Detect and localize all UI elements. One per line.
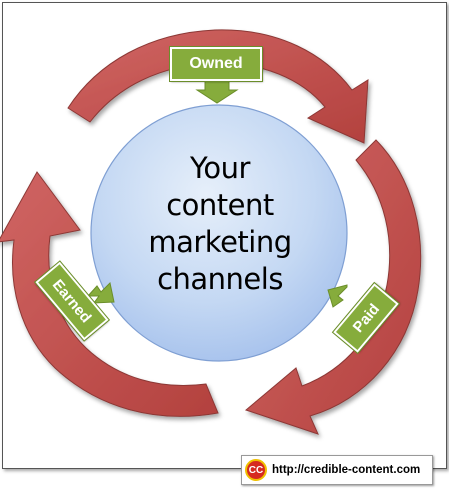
top-cycle-arrow (67, 29, 369, 144)
paid-pointer-arrow (327, 284, 348, 308)
center-line-4: channels (157, 262, 283, 296)
right-cycle-arrow (244, 139, 422, 435)
cc-logo-icon: CC (245, 459, 267, 481)
center-line-1: Your (190, 151, 250, 185)
center-circle (90, 104, 348, 362)
credit-url[interactable]: http://credible-content.com (272, 464, 421, 476)
center-line-3: marketing (148, 225, 292, 259)
earned-pointer-arrow (86, 281, 115, 304)
center-title: Your content marketing channels (92, 150, 348, 298)
center-line-2: content (166, 188, 274, 222)
left-cycle-arrow (0, 171, 219, 417)
credit-badge[interactable]: CC http://credible-content.com (241, 455, 433, 485)
owned-label: Owned (169, 46, 263, 82)
owned-pointer-arrow (195, 79, 239, 104)
